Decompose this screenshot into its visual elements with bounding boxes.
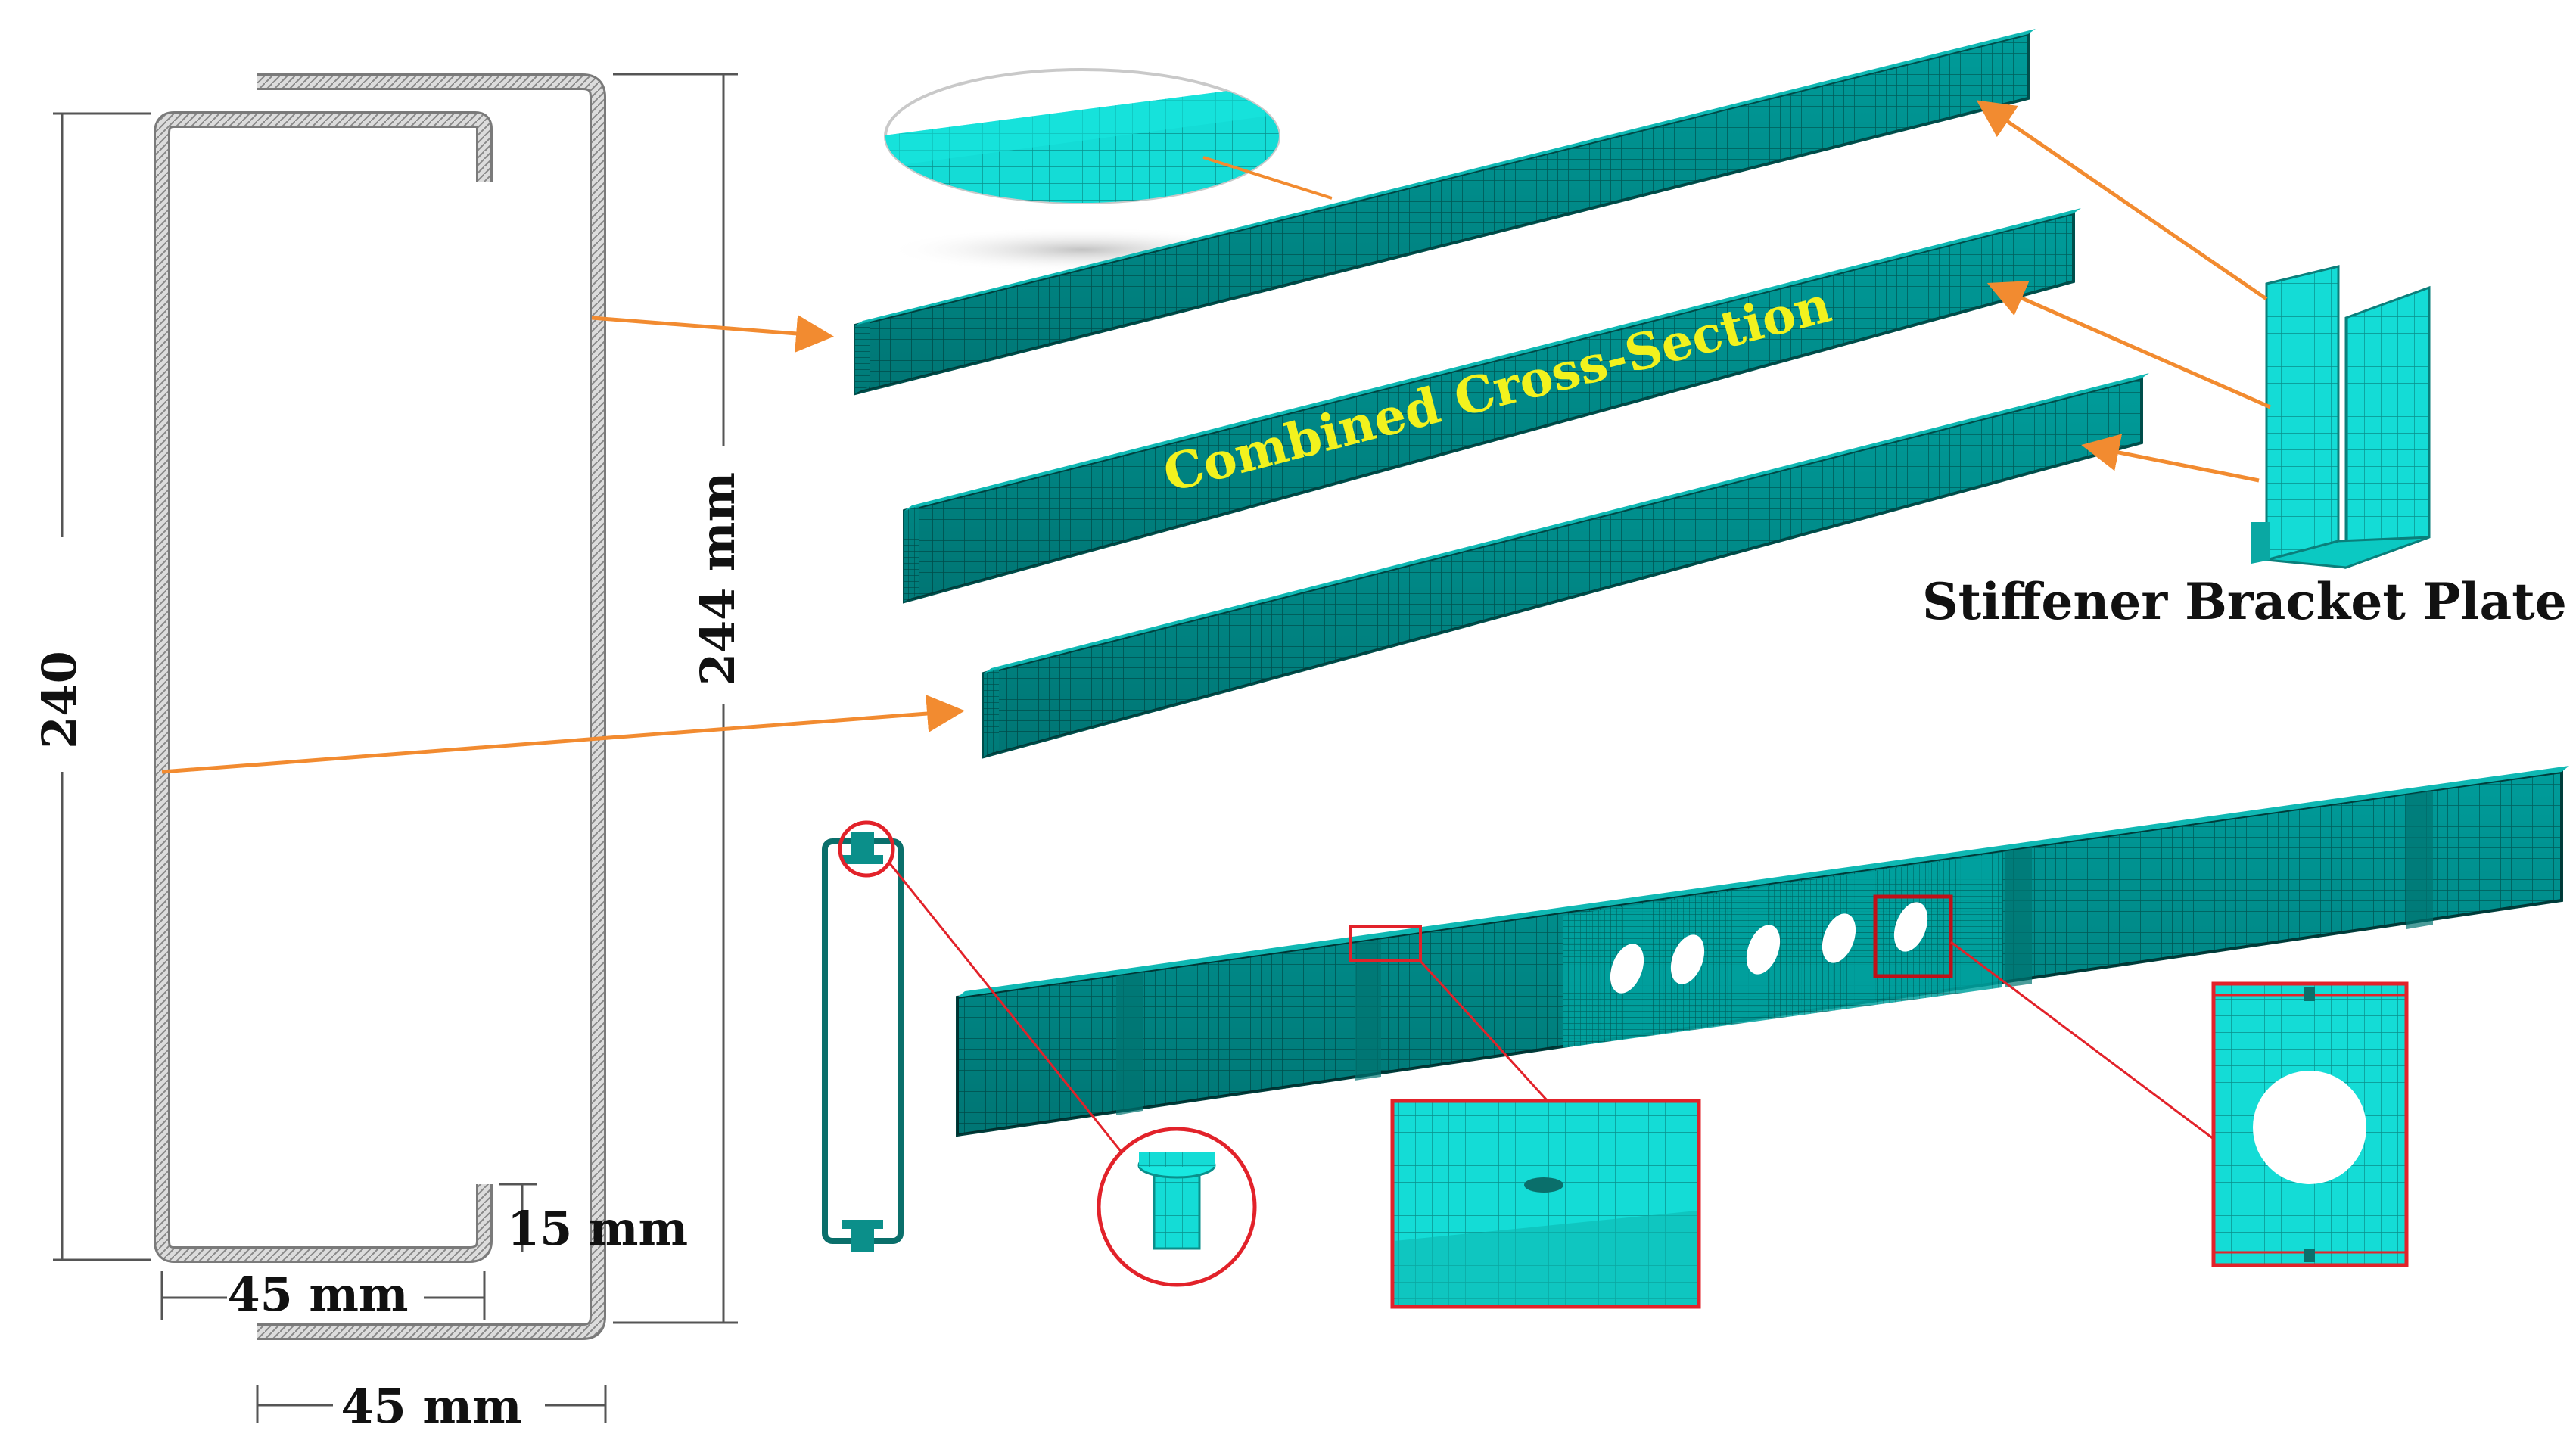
dim-label-45mm-outer: 45 mm — [341, 1379, 521, 1434]
orange-arrow — [1986, 281, 2272, 409]
inner-c-profile — [154, 111, 493, 1263]
highlight-rect-hole — [1873, 894, 1953, 978]
outer-c-profile — [257, 73, 606, 1340]
dim-flange-outer: 45 mm — [256, 1379, 607, 1434]
beam-top — [854, 29, 2036, 396]
dim-label-240: 240 — [32, 651, 87, 748]
highlight-rect-small — [1349, 925, 1422, 962]
orange-arrow — [1976, 100, 2268, 301]
beam-middle — [903, 208, 2081, 604]
dim-label-244mm: 244 mm — [690, 472, 745, 686]
bolt-holes — [1610, 902, 1928, 994]
dim-label-15mm: 15 mm — [507, 1201, 688, 1256]
section-view-with-bolts — [822, 820, 1137, 1252]
dim-lip: 15 mm — [499, 1183, 688, 1256]
dim-height-inner: 240 — [32, 112, 151, 1261]
highlight-circle-bolt — [838, 820, 895, 878]
orange-arrows — [161, 100, 2272, 774]
zoom-ellipse-detail — [884, 68, 1333, 272]
hole-zoom-detail — [1950, 941, 2409, 1267]
bolt-zoom-detail — [1097, 1127, 1257, 1287]
label-combined-cross-section: Combined Cross-Section — [1157, 275, 1837, 504]
label-stiffener-bracket-plate: Stiffener Bracket Plate — [1922, 572, 2567, 631]
dim-height-outer: 244 mm — [613, 73, 745, 1324]
dim-label-45mm-inner: 45 mm — [227, 1267, 408, 1322]
stiffener-bracket-plate — [2251, 265, 2431, 570]
orange-arrow — [161, 695, 965, 774]
flange-zoom-detail — [1390, 958, 1701, 1309]
dim-flange-inner: 45 mm — [160, 1267, 486, 1322]
c-section-drawing: 240 244 mm 15 mm 45 mm — [32, 73, 745, 1434]
beam-bottom — [982, 373, 2149, 759]
orange-arrow — [591, 314, 834, 353]
orange-arrow — [2081, 434, 2260, 483]
assembled-beam — [956, 766, 2569, 1137]
